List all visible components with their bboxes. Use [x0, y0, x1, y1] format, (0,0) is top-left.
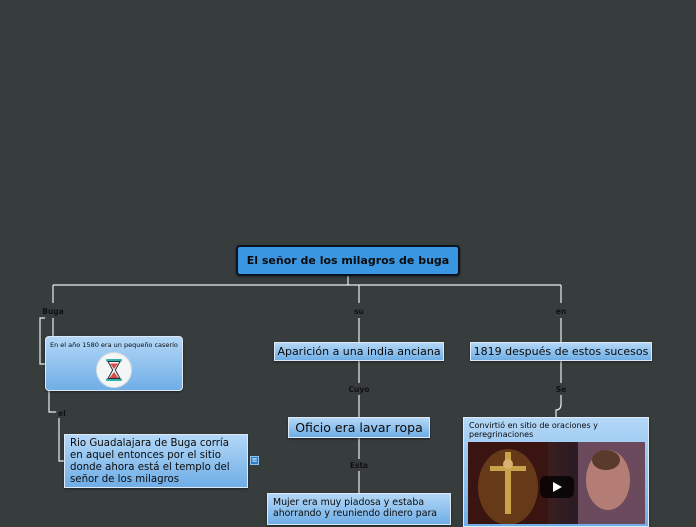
- node-aparicion[interactable]: Aparición a una india anciana: [274, 342, 444, 361]
- relation-en: en: [554, 307, 568, 316]
- node-oficio-text: Oficio era lavar ropa: [295, 420, 423, 435]
- node-1819-text: 1819 después de estos sucesos: [474, 345, 649, 358]
- node-convirtio-text: Convirtió en sitio de oraciones y peregr…: [469, 421, 643, 439]
- root-node[interactable]: El señor de los milagros de buga: [236, 245, 460, 276]
- play-icon[interactable]: [540, 476, 574, 498]
- node-aparicion-text: Aparición a una india anciana: [277, 345, 440, 358]
- node-convirtio[interactable]: Convirtió en sitio de oraciones y peregr…: [463, 417, 649, 527]
- node-buga-note-text: En el año 1580 era un pequeño caserío: [46, 337, 182, 349]
- node-mujer-text: Mujer era muy piadosa y estaba ahorrando…: [273, 497, 437, 519]
- note-icon[interactable]: ≡: [250, 456, 259, 465]
- relation-esta: Esta: [348, 461, 370, 470]
- relation-el: el: [56, 409, 68, 418]
- node-oficio[interactable]: Oficio era lavar ropa: [288, 417, 430, 438]
- relation-se: Se: [554, 385, 569, 394]
- hourglass-icon: [96, 352, 132, 388]
- node-buga-note[interactable]: En el año 1580 era un pequeño caserío: [45, 336, 183, 391]
- node-1819[interactable]: 1819 después de estos sucesos: [470, 342, 652, 361]
- relation-buga: Buga: [40, 307, 66, 316]
- node-rio-text: Rio Guadalajara de Buga corría en aquel …: [70, 438, 230, 485]
- node-rio-guadalajara[interactable]: Rio Guadalajara de Buga corría en aquel …: [64, 434, 248, 488]
- node-mujer[interactable]: Mujer era muy piadosa y estaba ahorrando…: [267, 493, 451, 525]
- relation-su: su: [352, 307, 366, 316]
- root-title: El señor de los milagros de buga: [247, 254, 449, 267]
- video-thumbnail[interactable]: [468, 442, 645, 524]
- relation-cuyo: Cuyo: [347, 385, 372, 394]
